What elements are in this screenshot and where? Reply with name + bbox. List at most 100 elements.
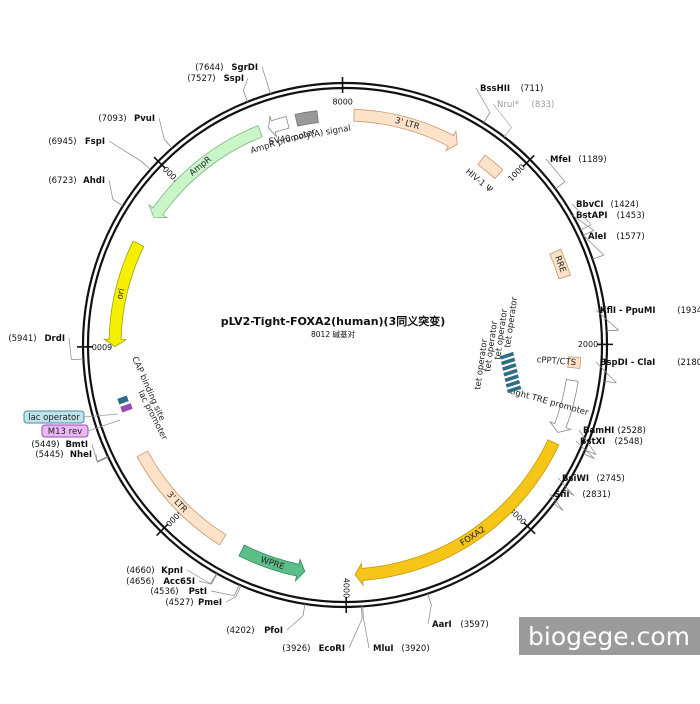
site-position: (7644) [195,63,223,73]
site-position: (6945) [48,137,76,147]
site-kfli-ppumi: KflI - PpuMI (1934) [600,306,700,316]
site-name: KflI - PpuMI [600,306,655,316]
watermark: biogege.com [528,622,690,651]
site-name: KpnI [161,566,183,576]
site-ecori: EcoRI(3926) [282,644,345,654]
site-leader [159,118,164,139]
site-tick [428,594,432,605]
site-position: (5941) [8,334,36,344]
site-name: PstI [189,587,207,597]
site-aari: AarI (3597) [432,620,489,630]
site-position: (2831) [582,490,610,500]
site-sspi: SspI (7527) [187,74,244,84]
site-nrui-: NruI* (833) [497,100,554,110]
site-position: (3926) [282,644,310,654]
tet-operator-label-4: tet operator [503,296,520,349]
site-bmti: BmtI (5449) [31,440,88,450]
site-name: PmeI [198,598,222,608]
site-leader [69,338,71,360]
site-name: PfoI [264,626,283,636]
site-acc65i: Acc65I (4656) [126,577,195,587]
site-bsiwi: BsiWI(2745) [562,474,625,484]
site-tick [303,604,305,616]
site-name: AarI [432,620,452,630]
site-position: (7527) [187,74,215,84]
site-leader [428,605,431,624]
site-position: (1577) [616,232,644,242]
lac-operator-label: lac operator [28,413,80,423]
site-tick [607,330,619,331]
site-leader [363,618,369,648]
site-name: MfeI [550,155,571,165]
plasmid-size: 8012 碱基对 [311,329,355,339]
site-position: (1453) [617,211,645,221]
site-tick [583,454,594,459]
site-name: NheI [70,450,92,460]
site-leader [287,616,303,630]
site-tick [593,255,604,259]
feature-hiv1-psi [478,155,503,179]
site-position: (6723) [48,176,76,186]
site-name: BstAPI [576,211,608,221]
site-leader [92,444,97,462]
site-position: (4656) [126,577,154,587]
site-alei: AleI (1577) [588,232,645,242]
site-position: (4536) [150,587,178,597]
site-name: BstXI [580,437,605,447]
site-tick [113,199,123,205]
site-position: (1189) [578,155,606,165]
m13-rev-mark [120,403,132,412]
site-name: BmtI [65,440,88,450]
site-name: FspI [85,137,105,147]
site-fspi: FspI (6945) [48,137,105,147]
site-position: (2548) [615,437,643,447]
tick-label-4000: 4000 [342,578,351,598]
site-leader [109,141,142,161]
site-sfii: SfiI(2831) [554,490,611,500]
site-leader [211,591,234,596]
site-leader [109,180,113,199]
site-position: (1424) [611,200,639,210]
plasmid-name: pLV2-Tight-FOXA2(human)(3同义突变) [221,314,446,328]
m13-rev-label: M13 rev [48,427,82,437]
site-position: (3920) [401,644,429,654]
site-position: (1934) [677,306,700,316]
site-ahdi: AhdI (6723) [48,176,105,186]
site-tick [71,359,83,360]
site-name: DrdI [45,334,66,344]
site-drdi: DrdI (5941) [8,334,65,344]
site-bspdi-clai: BspDI - ClaI (2180) [600,358,700,368]
site-name: BssHII [480,84,510,94]
site-pmei: PmeI (4527) [165,598,222,608]
site-tick [97,457,108,462]
site-name: PvuI [134,114,155,124]
site-position: (833) [532,100,555,110]
site-position: (3597) [460,620,488,630]
site-name: AhdI [83,176,105,186]
site-name: BamHI [583,426,614,436]
site-leader [226,596,236,602]
site-name: SgrDI [231,63,258,73]
tick-label-6000: 6000 [92,342,112,351]
site-tick [243,91,247,102]
site-position: (5449) [31,440,59,450]
site-position: (2745) [597,474,625,484]
site-name: SspI [224,74,244,84]
site-position: (4527) [165,598,193,608]
site-name: Acc65I [163,577,195,587]
site-name: AleI [588,232,606,242]
lac-operator-mark [117,395,128,404]
tick-label-8000: 8000 [333,98,353,107]
site-position: (5445) [35,450,63,460]
tick-label-2000: 2000 [578,340,598,349]
site-name: BspDI - ClaI [600,358,655,368]
site-mlui: MluI(3920) [373,644,430,654]
site-tick [555,182,565,189]
site-psti: PstI (4536) [150,587,207,597]
feature-foxa2 [355,440,559,586]
site-pfoi: PfoI(4202) [226,626,283,636]
site-name: NruI* [497,100,519,110]
site-position: (2180) [677,358,700,368]
site-tick [142,161,151,169]
